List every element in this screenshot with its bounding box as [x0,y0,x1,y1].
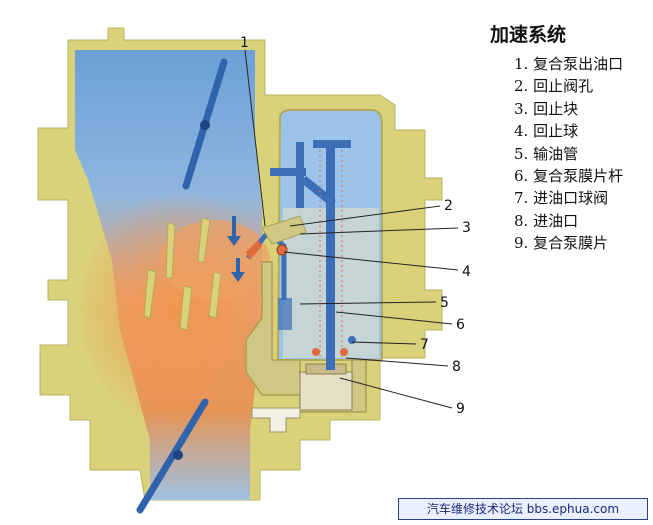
legend-item: 5. 输油管 [514,144,579,163]
callout-6: 6 [456,317,465,333]
flow-arrows [227,216,245,282]
legend-item: 2. 回止阀孔 [514,77,594,96]
callout-4: 4 [462,264,471,280]
legend-item: 4. 回止球 [514,122,579,141]
pump-rod [326,140,335,370]
legend-title: 加速系统 [490,24,567,46]
callout-7: 7 [420,337,429,353]
legend-item: 1. 复合泵出油口 [514,55,624,73]
callout-5: 5 [440,295,449,311]
legend: 加速系统 1. 复合泵出油口 2. 回止阀孔 3. 回止块 4. 回止球 5. … [478,20,648,255]
legend-item: 7. 进油口球阀 [514,189,609,208]
callout-9: 9 [456,401,465,417]
legend-list: 1. 复合泵出油口 2. 回止阀孔 3. 回止块 4. 回止球 5. 输油管 6… [478,53,648,255]
legend-item: 3. 回止块 [514,99,579,118]
pump-diaphragm [299,371,353,411]
venturi-vanes [143,217,222,331]
check-valve [261,215,307,245]
pump-well [245,261,367,413]
throttle-plate [136,398,209,514]
callout-1: 1 [240,35,249,51]
forum-watermark-footer: 汽车维修技术论坛 bbs.ephua.com [398,498,648,520]
callout-2: 2 [444,198,453,214]
check-ball [276,244,288,256]
choke-plate [182,58,228,190]
legend-item: 8. 进油口 [514,211,579,230]
callout-3: 3 [462,220,471,236]
callout-8: 8 [452,359,461,375]
legend-item: 9. 复合泵膜片 [514,234,609,253]
lower-bracket [251,407,301,433]
legend-item: 6. 复合泵膜片杆 [514,167,624,186]
